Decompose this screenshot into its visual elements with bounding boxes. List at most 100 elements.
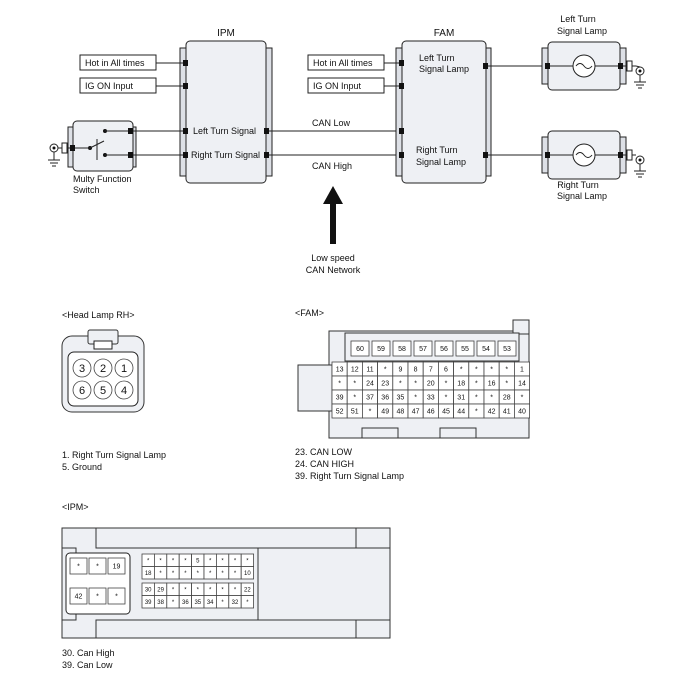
fam-legend-3: 39. Right Turn Signal Lamp bbox=[295, 471, 404, 481]
ipm-left-pin-cell bbox=[107, 587, 126, 605]
fam-pin-label: * bbox=[369, 409, 372, 416]
ipm-left-pin-cell bbox=[88, 557, 107, 575]
fam-pin-label: * bbox=[490, 395, 493, 402]
ipm-pin-label: * bbox=[221, 558, 224, 564]
head-lamp-legend-2: 5. Ground bbox=[62, 462, 102, 472]
ipm-left-pin-cell bbox=[69, 557, 88, 575]
ipm-pin-label: 30 bbox=[145, 587, 152, 593]
fam-pin-label: 23 bbox=[381, 381, 389, 388]
fam-pin-label: 36 bbox=[381, 395, 389, 402]
lamp-top-ground-icon bbox=[623, 60, 646, 89]
head-lamp-pin-label: 1 bbox=[121, 363, 127, 375]
ipm-pin-label: * bbox=[246, 600, 249, 606]
ipm-pin-label: 36 bbox=[182, 600, 189, 606]
ipm-title: IPM bbox=[217, 28, 235, 39]
fam-pin-label: 48 bbox=[397, 409, 405, 416]
network-label-line2: CAN Network bbox=[306, 265, 361, 275]
ipm-right-turn-signal-label: Right Turn Signal bbox=[191, 150, 260, 160]
ipm-pin-label: * bbox=[184, 571, 187, 577]
ipm-connector-title: <IPM> bbox=[62, 502, 89, 512]
fam-pin-label: * bbox=[384, 367, 387, 374]
ipm-pin-label: * bbox=[172, 558, 175, 564]
ipm-left-pin-label: * bbox=[115, 594, 118, 601]
ipm-pin-label: * bbox=[234, 571, 237, 577]
can-low-label: CAN Low bbox=[312, 118, 351, 128]
lamp-top-label-line2: Signal Lamp bbox=[557, 26, 607, 36]
fam-top-pin-cell bbox=[350, 340, 370, 357]
fam-top-pin-cell bbox=[497, 340, 517, 357]
fam-connector-title: <FAM> bbox=[295, 308, 324, 318]
head-lamp-pin-label: 6 bbox=[79, 385, 85, 397]
fam-pin-label: 6 bbox=[444, 367, 448, 374]
ipm-pin-label: 10 bbox=[244, 571, 251, 577]
fam-pin-label: 18 bbox=[457, 381, 465, 388]
fam-module: FAM Left Turn Signal Lamp Right Turn Sig… bbox=[395, 28, 492, 184]
fam-pin-label: * bbox=[338, 381, 341, 388]
fam-pin-label: 51 bbox=[351, 409, 359, 416]
fam-pin-label: 35 bbox=[397, 395, 405, 402]
fam-pin-label: * bbox=[521, 395, 524, 402]
fam-pin-label: * bbox=[490, 367, 493, 374]
ipm-module: IPM Left Turn Signal Right Turn Signal bbox=[179, 28, 273, 184]
fam-pin-label: 31 bbox=[457, 395, 465, 402]
ipm-pin-label: * bbox=[221, 571, 224, 577]
fam-pin-label: 12 bbox=[351, 367, 359, 374]
arrow-up-icon bbox=[323, 186, 343, 244]
ipm-pin-label: * bbox=[172, 571, 175, 577]
ipm-pin-label: * bbox=[246, 558, 249, 564]
fam-pin-label: 24 bbox=[366, 381, 374, 388]
circuit-diagram: IPM Left Turn Signal Right Turn Signal H… bbox=[48, 14, 646, 275]
head-lamp-legend-1: 1. Right Turn Signal Lamp bbox=[62, 450, 166, 460]
ipm-pin-cell bbox=[240, 595, 254, 609]
ipm-left-pin-label: * bbox=[96, 594, 99, 601]
fam-pin-label: * bbox=[414, 395, 417, 402]
multi-function-switch: Multy Function Switch bbox=[67, 120, 137, 195]
ipm-pin-label: 38 bbox=[157, 600, 164, 606]
ipm-pin-label: * bbox=[234, 558, 237, 564]
fam-pin-label: 28 bbox=[503, 395, 511, 402]
fam-top-pin-label: 54 bbox=[482, 346, 490, 353]
ipm-pin-label: * bbox=[221, 587, 224, 593]
ipm-pin-label: * bbox=[221, 600, 224, 606]
ipm-pin-label: 22 bbox=[244, 587, 251, 593]
can-high-label: CAN High bbox=[312, 161, 352, 171]
fam-hot-input-label: Hot in All times bbox=[313, 58, 373, 68]
ipm-pin-label: * bbox=[209, 587, 212, 593]
ipm-left-pin-label: * bbox=[77, 564, 80, 571]
head-lamp-pin-label: 5 bbox=[100, 385, 106, 397]
fam-pin-label: 13 bbox=[336, 367, 344, 374]
ipm-pin-label: 39 bbox=[145, 600, 152, 606]
fam-right-lamp-label-line2: Signal Lamp bbox=[416, 157, 466, 167]
fam-left-lamp-label-line1: Left Turn bbox=[419, 53, 455, 63]
head-lamp-title: <Head Lamp RH> bbox=[62, 310, 135, 320]
fam-top-pin-label: 56 bbox=[440, 346, 448, 353]
fam-pin-label: 39 bbox=[336, 395, 344, 402]
fam-top-pin-label: 58 bbox=[398, 346, 406, 353]
ipm-left-pin-cell bbox=[88, 587, 107, 605]
fam-pin-label: * bbox=[460, 367, 463, 374]
ipm-left-pin-cell bbox=[69, 587, 88, 605]
fam-top-pin-cell bbox=[392, 340, 412, 357]
fam-pin-label: * bbox=[505, 367, 508, 374]
ipm-pin-label: 35 bbox=[194, 600, 201, 606]
lamp-bottom-label-line1: Right Turn bbox=[557, 180, 599, 190]
fam-pin-label: * bbox=[353, 381, 356, 388]
fam-pin-label: * bbox=[414, 381, 417, 388]
ipm-pin-label: 5 bbox=[196, 558, 200, 564]
switch-label-line1: Multy Function bbox=[73, 174, 132, 184]
head-lamp-pin bbox=[114, 380, 134, 400]
fam-pin-label: * bbox=[399, 381, 402, 388]
fam-pin-label: 16 bbox=[488, 381, 496, 388]
ipm-pin-label: * bbox=[209, 558, 212, 564]
ipm-hot-input-label: Hot in All times bbox=[85, 58, 145, 68]
fam-pin-label: * bbox=[475, 381, 478, 388]
fam-pin-label: 1 bbox=[520, 367, 524, 374]
fam-legend-2: 24. CAN HIGH bbox=[295, 459, 354, 469]
ipm-left-pin-label: 42 bbox=[75, 594, 83, 601]
head-lamp-pin-label: 2 bbox=[100, 363, 106, 375]
fam-pin-label: 9 bbox=[398, 367, 402, 374]
